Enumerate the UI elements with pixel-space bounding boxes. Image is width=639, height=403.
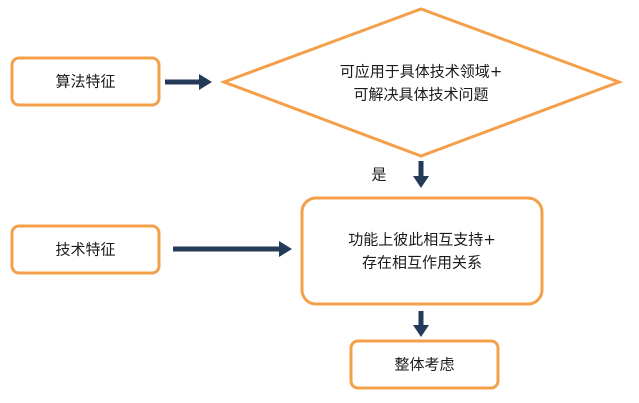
yes-label: 是 (371, 166, 386, 184)
condition-line-2: 可解决具体技术问题 (353, 86, 488, 104)
support-line-1: 功能上彼此相互支持+ (348, 231, 496, 249)
arrow-technical-to-support (173, 241, 292, 257)
technical-feature-box (10, 224, 161, 275)
overall-consideration-label: 整体考虑 (394, 356, 454, 374)
algorithm-feature-label: 算法特征 (55, 73, 115, 91)
mutual-support-box (300, 196, 544, 306)
technical-feature-label: 技术特征 (55, 241, 115, 259)
arrow-condition-to-support (413, 161, 429, 188)
arrow-algorithm-to-condition (165, 74, 212, 90)
support-line-2: 存在相互作用关系 (362, 254, 482, 272)
algorithm-feature-box (10, 56, 161, 107)
condition-diamond (219, 7, 624, 158)
overall-consideration-box (349, 339, 500, 390)
condition-line-1: 可应用于具体技术领域+ (340, 63, 503, 81)
arrow-support-to-overall (413, 311, 429, 337)
